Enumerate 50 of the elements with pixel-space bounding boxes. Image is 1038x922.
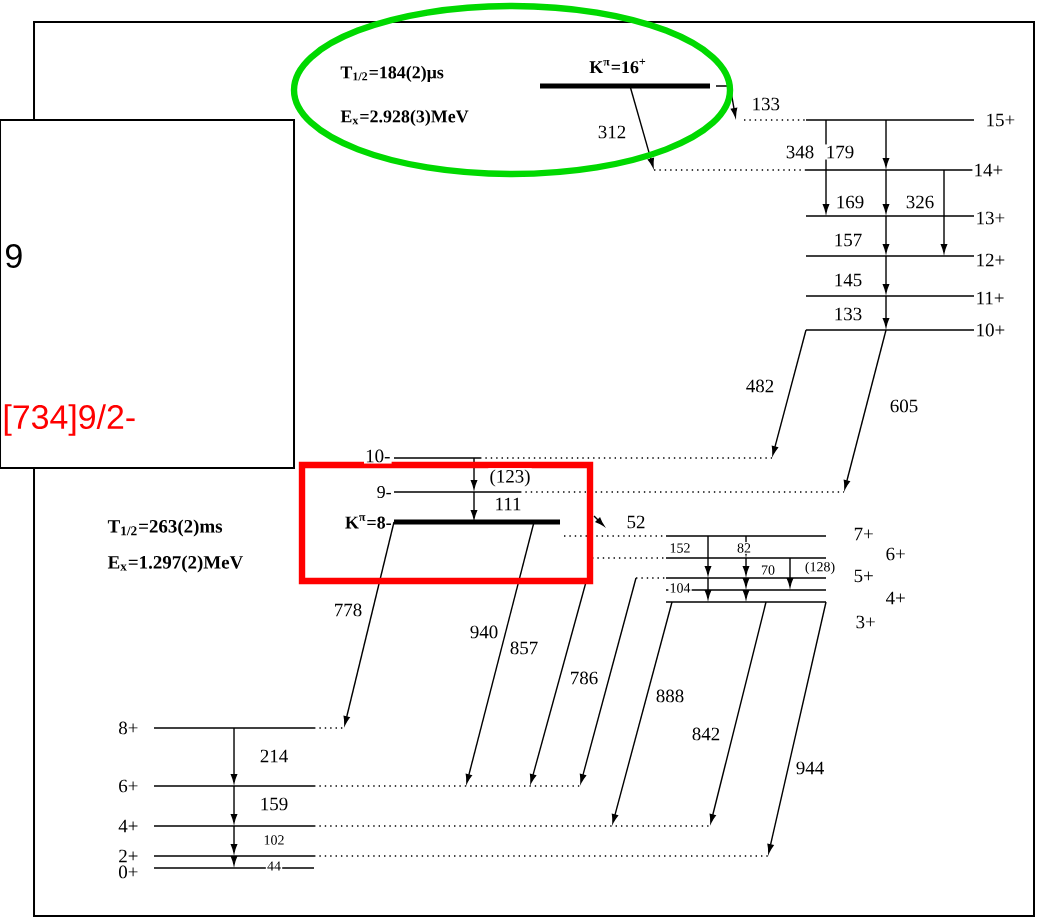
isomer-label: T$_{1/2}$=184(2)μs xyxy=(340,65,444,83)
energy-label: 940 xyxy=(468,624,500,640)
level-label: 6+ xyxy=(884,546,907,562)
level-label: 133 xyxy=(750,96,782,112)
level-label: 7+ xyxy=(852,526,875,542)
energy-label: 778 xyxy=(332,602,364,618)
energy-label: 842 xyxy=(690,726,722,742)
energy-label: 169 xyxy=(834,194,866,210)
energy-label: 786 xyxy=(568,670,600,686)
level-label: 0+ xyxy=(117,864,140,880)
energy-label: 326 xyxy=(904,194,936,210)
energy-label: (123) xyxy=(488,468,532,488)
energy-label: 111 xyxy=(493,496,523,512)
band-label: K$^{π}$=8- xyxy=(345,515,391,529)
isomer-label: T$_{1/2}$=263(2)ms xyxy=(106,518,224,538)
energy-label: 888 xyxy=(654,688,686,704)
energy-label: 605 xyxy=(888,398,920,414)
energy-label: 52 xyxy=(625,514,647,530)
level-label: 5+ xyxy=(852,568,875,584)
level-label: 2+ xyxy=(117,848,140,864)
level-label: 4+ xyxy=(884,590,907,606)
energy-label: 214 xyxy=(258,748,290,764)
text-box xyxy=(0,119,295,469)
level-label: 14+ xyxy=(972,162,1005,178)
band-label: K$^{π}$=16$^{+}$ xyxy=(589,58,646,74)
level-label: 15+ xyxy=(984,112,1017,128)
level-label: 9- xyxy=(377,485,391,498)
energy-label: 145 xyxy=(832,272,864,288)
level-label: 10- xyxy=(364,448,392,464)
energy-label: 159 xyxy=(258,796,290,812)
energy-label: 133 xyxy=(832,306,864,322)
box-text: [734]9/2- xyxy=(4,404,135,436)
isomer-label: E$_{x}$=2.928(3)MeV xyxy=(340,109,469,127)
level-label: 10+ xyxy=(974,322,1007,338)
energy-label: 944 xyxy=(794,760,826,776)
energy-label: 482 xyxy=(744,378,776,394)
level-label: 8+ xyxy=(117,720,140,736)
energy-label: 857 xyxy=(508,640,540,656)
energy-label: 179 xyxy=(824,144,856,160)
energy-label: 348 xyxy=(784,144,816,160)
box-text: 9 xyxy=(6,244,22,268)
level-label: 6+ xyxy=(117,778,140,794)
level-label: 11+ xyxy=(974,290,1006,306)
isomer-label: E$_{x}$=1.297(2)MeV xyxy=(106,554,245,574)
energy-label: 312 xyxy=(596,124,628,140)
level-label: 3+ xyxy=(854,614,877,630)
level-label: 4+ xyxy=(117,818,140,834)
energy-label: 157 xyxy=(832,232,864,248)
level-label: 12+ xyxy=(974,252,1007,268)
level-label: 13+ xyxy=(974,210,1007,226)
